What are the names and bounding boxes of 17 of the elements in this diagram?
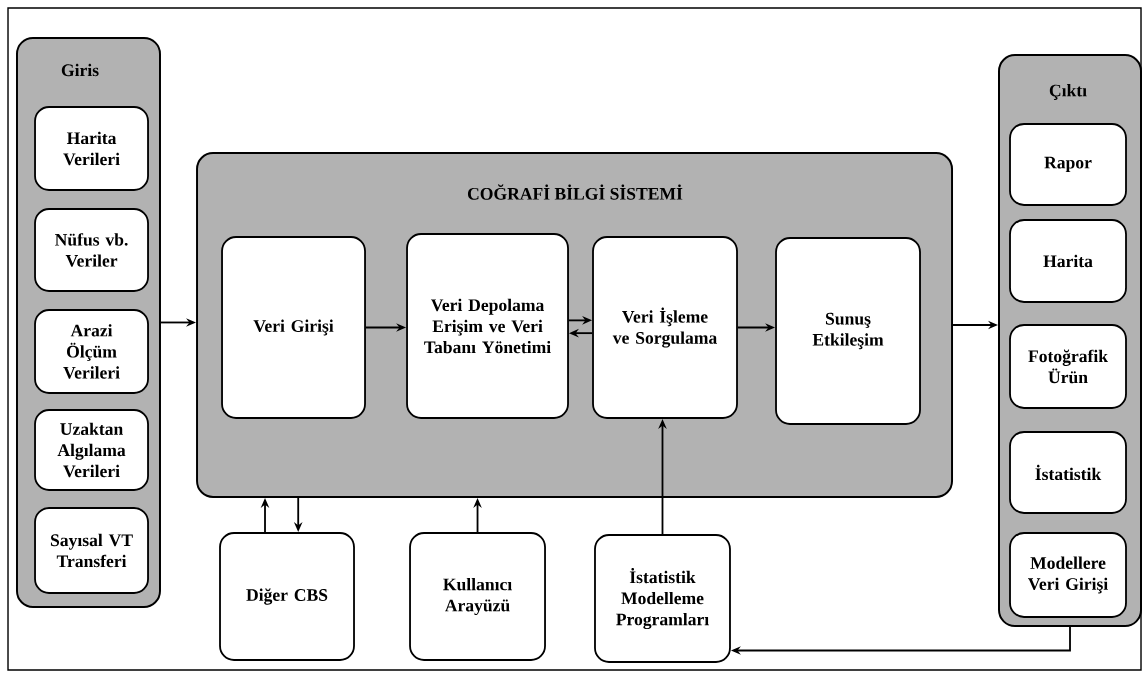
process-box: Rapor: [1009, 123, 1127, 206]
process-box: Fotoğrafik Ürün: [1009, 324, 1127, 409]
process-box: Modellere Veri Girişi: [1009, 532, 1127, 618]
process-box: Arazi Ölçüm Verileri: [34, 309, 149, 394]
process-box: Veri Girişi: [221, 236, 366, 419]
process-box: Uzaktan Algılama Verileri: [34, 409, 149, 491]
process-box: Veri Depolama Erişim ve Veri Tabanı Yönetimi: [406, 233, 569, 419]
process-box: Harita: [1009, 219, 1127, 303]
process-box: Veri İşleme ve Sorgulama: [592, 236, 738, 419]
process-box: İstatistik Modelleme Programları: [594, 534, 731, 663]
process-box: Sunuş Etkileşim: [775, 237, 921, 425]
process-box: Harita Verileri: [34, 106, 149, 191]
process-box: Sayısal VT Transferi: [34, 507, 149, 594]
process-box: Diğer CBS: [219, 532, 355, 661]
process-box: İstatistik: [1009, 431, 1127, 514]
process-box: Nüfus vb. Veriler: [34, 208, 149, 292]
process-box: Kullanıcı Arayüzü: [409, 532, 546, 661]
